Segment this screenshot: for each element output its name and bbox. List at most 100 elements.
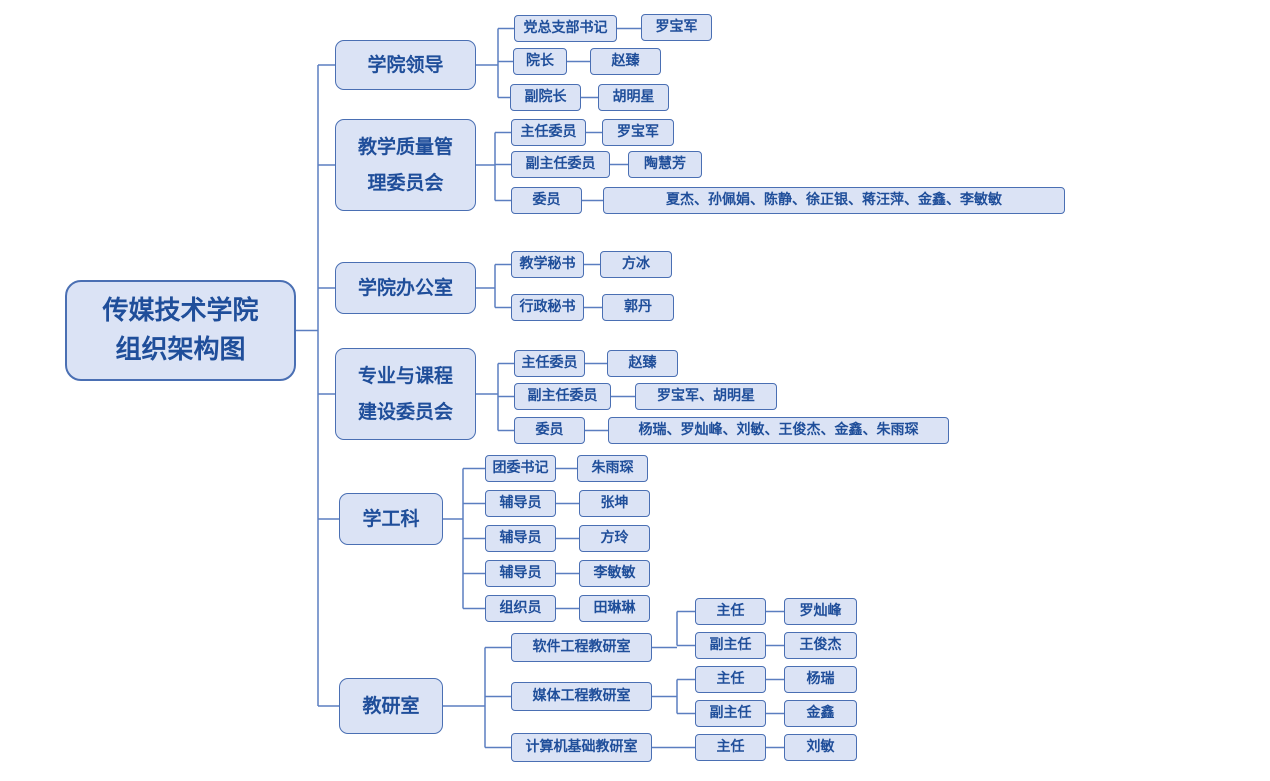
role-4-4-label: 组织员	[499, 600, 542, 617]
role-1-0: 主任委员	[511, 119, 586, 146]
branch-0-label: 学院领导	[367, 53, 444, 76]
person-0-2: 胡明星	[598, 84, 669, 111]
group-0-label: 软件工程教研室	[532, 639, 631, 656]
person-2-0: 方冰	[600, 251, 672, 278]
branch-5: 教研室	[339, 678, 443, 734]
role-2-0-label: 教学秘书	[519, 256, 576, 273]
person-1-0-label: 罗宝军	[617, 124, 659, 141]
group-person-1-1: 金鑫	[784, 700, 857, 727]
person-4-2: 方玲	[579, 525, 650, 552]
role-1-2: 委员	[511, 187, 582, 214]
person-0-1-label: 赵臻	[611, 53, 640, 70]
person-4-2-label: 方玲	[600, 530, 629, 547]
role-4-1: 辅导员	[485, 490, 556, 517]
branch-1-label: 教学质量管理委员会	[357, 135, 453, 194]
role-2-1-label: 行政秘书	[519, 299, 576, 316]
branch-2: 学院办公室	[335, 262, 476, 314]
person-4-0-label: 朱雨琛	[591, 460, 634, 477]
person-4-4-label: 田琳琳	[593, 600, 636, 617]
group-role-0-1-label: 副主任	[709, 637, 752, 654]
role-4-2: 辅导员	[485, 525, 556, 552]
role-3-0-label: 主任委员	[521, 355, 578, 372]
person-1-1-label: 陶慧芳	[644, 156, 686, 173]
group-role-1-0: 主任	[695, 666, 766, 693]
root-node: 传媒技术学院 组织架构图	[65, 280, 296, 381]
role-4-3: 辅导员	[485, 560, 556, 587]
group-0: 软件工程教研室	[511, 633, 652, 662]
person-0-2-label: 胡明星	[612, 89, 655, 106]
group-person-1-0: 杨瑞	[784, 666, 857, 693]
group-role-1-1-label: 副主任	[709, 705, 752, 722]
branch-4-label: 学工科	[362, 507, 420, 530]
person-3-0: 赵臻	[607, 350, 678, 377]
group-person-1-1-label: 金鑫	[806, 705, 835, 722]
person-3-2-label: 杨瑞、罗灿峰、刘敏、王俊杰、金鑫、朱雨琛	[638, 422, 919, 439]
role-3-2-label: 委员	[535, 422, 564, 439]
person-4-3: 李敏敏	[579, 560, 650, 587]
group-person-0-0-label: 罗灿峰	[799, 603, 842, 620]
branch-1: 教学质量管理委员会	[335, 119, 476, 211]
group-2: 计算机基础教研室	[511, 733, 652, 762]
group-2-label: 计算机基础教研室	[525, 739, 638, 756]
group-role-2-0-label: 主任	[716, 739, 745, 756]
role-3-1: 副主任委员	[514, 383, 611, 410]
role-3-1-label: 副主任委员	[527, 388, 598, 405]
person-1-1: 陶慧芳	[628, 151, 702, 178]
group-1: 媒体工程教研室	[511, 682, 652, 711]
role-2-1: 行政秘书	[511, 294, 584, 321]
person-3-1: 罗宝军、胡明星	[635, 383, 777, 410]
person-4-3-label: 李敏敏	[593, 565, 636, 582]
role-0-0: 党总支部书记	[514, 15, 617, 42]
role-4-3-label: 辅导员	[499, 565, 542, 582]
role-2-0: 教学秘书	[511, 251, 584, 278]
person-2-0-label: 方冰	[622, 256, 650, 273]
role-4-2-label: 辅导员	[499, 530, 542, 547]
group-person-0-0: 罗灿峰	[784, 598, 857, 625]
person-4-1: 张坤	[579, 490, 650, 517]
role-0-1: 院长	[513, 48, 567, 75]
role-4-0: 团委书记	[485, 455, 556, 482]
group-role-0-1: 副主任	[695, 632, 766, 659]
role-1-2-label: 委员	[532, 192, 561, 209]
role-1-1: 副主任委员	[511, 151, 610, 178]
person-4-1-label: 张坤	[600, 495, 629, 512]
person-3-2: 杨瑞、罗灿峰、刘敏、王俊杰、金鑫、朱雨琛	[608, 417, 949, 444]
group-person-2-0: 刘敏	[784, 734, 857, 761]
group-role-1-1: 副主任	[695, 700, 766, 727]
branch-5-label: 教研室	[362, 694, 420, 717]
group-person-2-0-label: 刘敏	[806, 739, 835, 756]
branch-3-label: 专业与课程建设委员会	[357, 364, 453, 423]
person-3-0-label: 赵臻	[628, 355, 657, 372]
branch-3: 专业与课程建设委员会	[335, 348, 476, 440]
role-0-2-label: 副院长	[524, 89, 567, 106]
person-1-0: 罗宝军	[602, 119, 674, 146]
person-0-0-label: 罗宝军	[655, 19, 698, 36]
role-0-1-label: 院长	[526, 53, 554, 70]
group-person-0-1-label: 王俊杰	[799, 637, 842, 654]
role-1-0-label: 主任委员	[520, 124, 577, 141]
person-4-4: 田琳琳	[579, 595, 650, 622]
role-4-1-label: 辅导员	[499, 495, 542, 512]
person-0-1: 赵臻	[590, 48, 661, 75]
group-role-2-0: 主任	[695, 734, 766, 761]
person-3-1-label: 罗宝军、胡明星	[657, 388, 755, 405]
branch-0: 学院领导	[335, 40, 476, 90]
group-role-0-0: 主任	[695, 598, 766, 625]
role-1-1-label: 副主任委员	[525, 156, 596, 173]
branch-2-label: 学院办公室	[357, 276, 453, 299]
person-1-2-label: 夏杰、孙佩娟、陈静、徐正银、蒋汪萍、金鑫、李敏敏	[666, 192, 1002, 209]
group-person-1-0-label: 杨瑞	[806, 671, 835, 688]
group-role-0-0-label: 主任	[716, 603, 745, 620]
role-3-2: 委员	[514, 417, 585, 444]
branch-4: 学工科	[339, 493, 443, 545]
role-0-2: 副院长	[510, 84, 581, 111]
role-4-0-label: 团委书记	[492, 460, 549, 477]
person-2-1-label: 郭丹	[624, 299, 652, 316]
role-3-0: 主任委员	[514, 350, 585, 377]
root-title-line-2: 组织架构图	[115, 334, 246, 365]
person-2-1: 郭丹	[602, 294, 674, 321]
group-1-label: 媒体工程教研室	[532, 688, 631, 705]
role-4-4: 组织员	[485, 595, 556, 622]
